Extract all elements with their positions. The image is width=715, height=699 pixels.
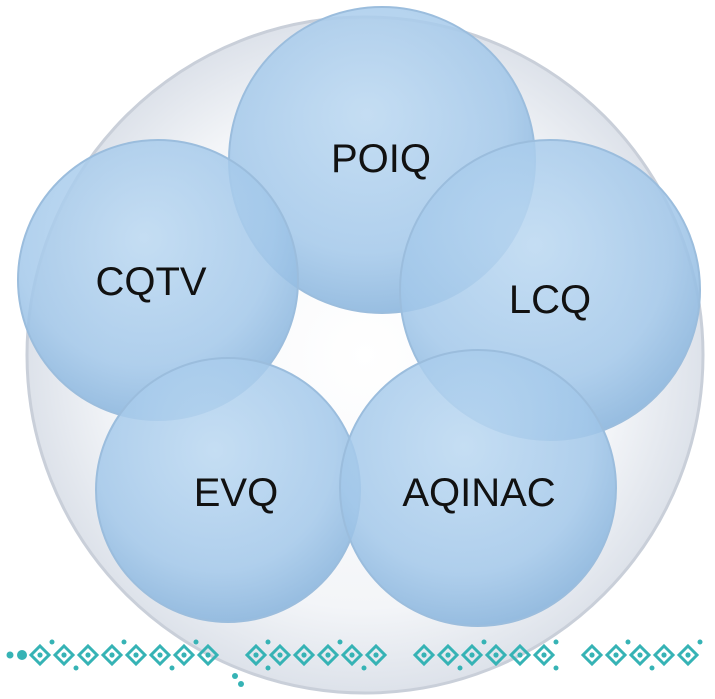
circle-label-aqinac: AQINAC: [402, 471, 555, 515]
circle-aqinac: [339, 349, 617, 627]
circle-label-lcq: LCQ: [509, 278, 591, 322]
circle-label-poiq: POIQ: [331, 137, 431, 181]
circle-label-cqtv: CQTV: [95, 260, 206, 304]
teal-ornament-band-icon: [6, 639, 703, 687]
circle-label-evq: EVQ: [194, 471, 278, 515]
